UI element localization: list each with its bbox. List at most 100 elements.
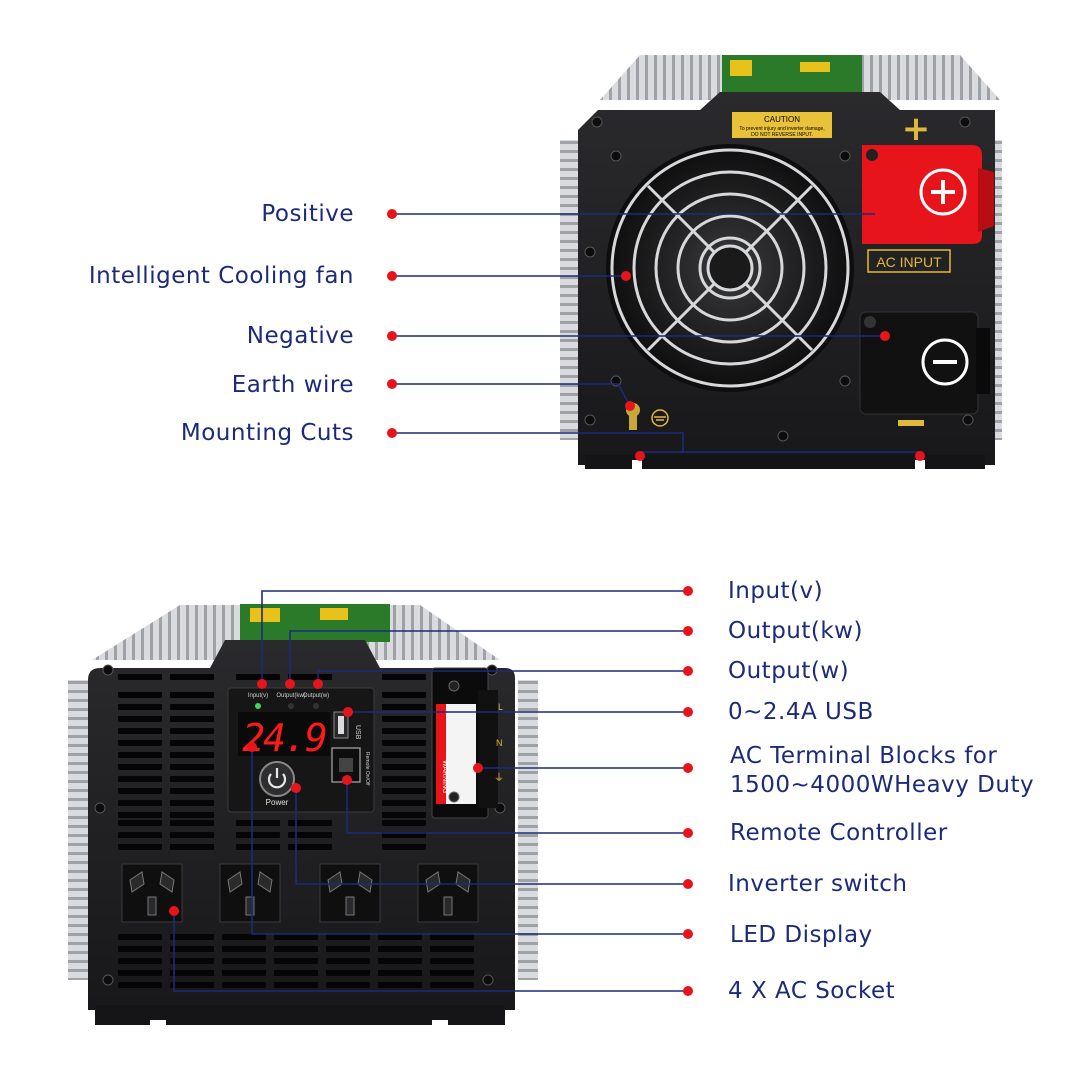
screw-icon: [777, 430, 789, 442]
callout-dot: [875, 208, 885, 218]
vent-slot: [378, 982, 422, 988]
vent-slot: [118, 776, 162, 782]
screw-icon: [584, 414, 596, 426]
power-button[interactable]: [259, 761, 295, 797]
callout-dot: [291, 783, 301, 793]
vent-slot: [236, 844, 280, 850]
vent-slot: [170, 704, 214, 710]
callout-ac-terminal-blocks: AC Terminal Blocks for 1500~4000WHeavy D…: [730, 743, 1035, 798]
screw-icon: [94, 802, 106, 814]
screw-icon: [839, 375, 851, 387]
ac-socket-icon: [319, 863, 381, 923]
vent-slot: [274, 982, 318, 988]
callout-dot: [342, 775, 352, 785]
vent-slot: [170, 812, 214, 818]
vent-slot: [288, 674, 332, 680]
vent-slot: [430, 970, 474, 976]
terminal-label-ground: ⏚: [494, 772, 504, 784]
callout-positive: Positive: [261, 201, 354, 227]
cooling-fan-icon: [606, 144, 854, 392]
front-heatsink-right: [518, 680, 538, 980]
vent-slot: [326, 958, 370, 964]
vent-slot: [118, 982, 162, 988]
vent-slot: [170, 832, 214, 838]
terminal-label-l: L: [498, 702, 503, 712]
callout-dot: [387, 331, 397, 341]
vent-slot: [326, 970, 370, 976]
callout-dot: [683, 763, 693, 773]
callout-negative: Negative: [246, 323, 354, 349]
screw-icon: [482, 974, 494, 986]
vent-slot: [118, 716, 162, 722]
callout-cooling-fan: Intelligent Cooling fan: [88, 263, 354, 289]
vent-slot: [382, 820, 426, 826]
callout-inverter-switch: Inverter switch: [728, 871, 908, 897]
vent-slot: [430, 958, 474, 964]
callout-dot: [387, 428, 397, 438]
callout-ac-sockets: 4 X AC Socket: [728, 978, 896, 1004]
negative-terminal: [859, 311, 990, 415]
ac-socket-icon: [417, 863, 479, 923]
ac-sockets: [121, 863, 479, 923]
vent-slot: [274, 958, 318, 964]
indicator-led-output-kw: [288, 703, 294, 709]
vent-slot: [170, 970, 214, 976]
callout-dot: [285, 679, 295, 689]
led-display-value: 24.9: [242, 716, 326, 760]
vent-slot: [170, 740, 214, 746]
ac-input-frame: [867, 249, 951, 273]
vent-slot: [118, 812, 162, 818]
callout-dot: [683, 707, 693, 717]
vent-slot: [274, 934, 318, 940]
callout-dot: [683, 828, 693, 838]
rear-heatsink-left: [560, 140, 580, 440]
vent-slot: [378, 958, 422, 964]
vent-slot: [222, 982, 266, 988]
front-panel-illustration: Input(v) Output(kw) Output(w) 24.9 USB R…: [68, 604, 538, 1026]
ground-icon: [651, 409, 669, 427]
callout-dot: [683, 666, 693, 676]
callout-dot: [387, 379, 397, 389]
vent-slot: [118, 832, 162, 838]
vent-slot: [222, 958, 266, 964]
screw-icon: [102, 974, 114, 986]
screw-icon: [102, 664, 114, 676]
vent-slot: [382, 752, 426, 758]
vent-slot: [170, 820, 214, 826]
vent-slot: [118, 674, 162, 680]
vent-slot: [170, 934, 214, 940]
vent-slot: [170, 752, 214, 758]
callout-dot: [683, 586, 693, 596]
vent-slot: [170, 788, 214, 794]
vent-slot: [382, 728, 426, 734]
caution-title: CAUTION: [764, 115, 800, 124]
positive-terminal: [862, 145, 994, 244]
indicator-label-output-kw: Output(kw): [276, 693, 305, 699]
vent-slot: [274, 946, 318, 952]
vent-slot: [222, 970, 266, 976]
callout-dot: [621, 271, 631, 281]
callout-dot: [343, 707, 353, 717]
vent-slot: [118, 970, 162, 976]
callout-usb: 0~2.4A USB: [728, 699, 874, 725]
vent-slot: [326, 946, 370, 952]
vent-slot: [326, 982, 370, 988]
callout-dot: [473, 763, 483, 773]
indicator-led-output-w: [313, 703, 319, 709]
callout-dot: [313, 679, 323, 689]
vent-slot: [170, 674, 214, 680]
warning-text: WARNING: [441, 760, 448, 794]
vent-slot: [170, 800, 214, 806]
vent-slot: [382, 674, 426, 680]
indicator-label-input: Input(v): [248, 693, 268, 699]
callout-dot: [625, 401, 635, 411]
vent-slot: [222, 946, 266, 952]
vent-slot: [378, 934, 422, 940]
indicator-led-input: [255, 703, 261, 709]
screw-icon: [839, 150, 851, 162]
vent-slot: [118, 692, 162, 698]
vent-slot: [170, 946, 214, 952]
vent-slot: [236, 674, 280, 680]
vent-slot: [170, 982, 214, 988]
vent-slot: [382, 764, 426, 770]
